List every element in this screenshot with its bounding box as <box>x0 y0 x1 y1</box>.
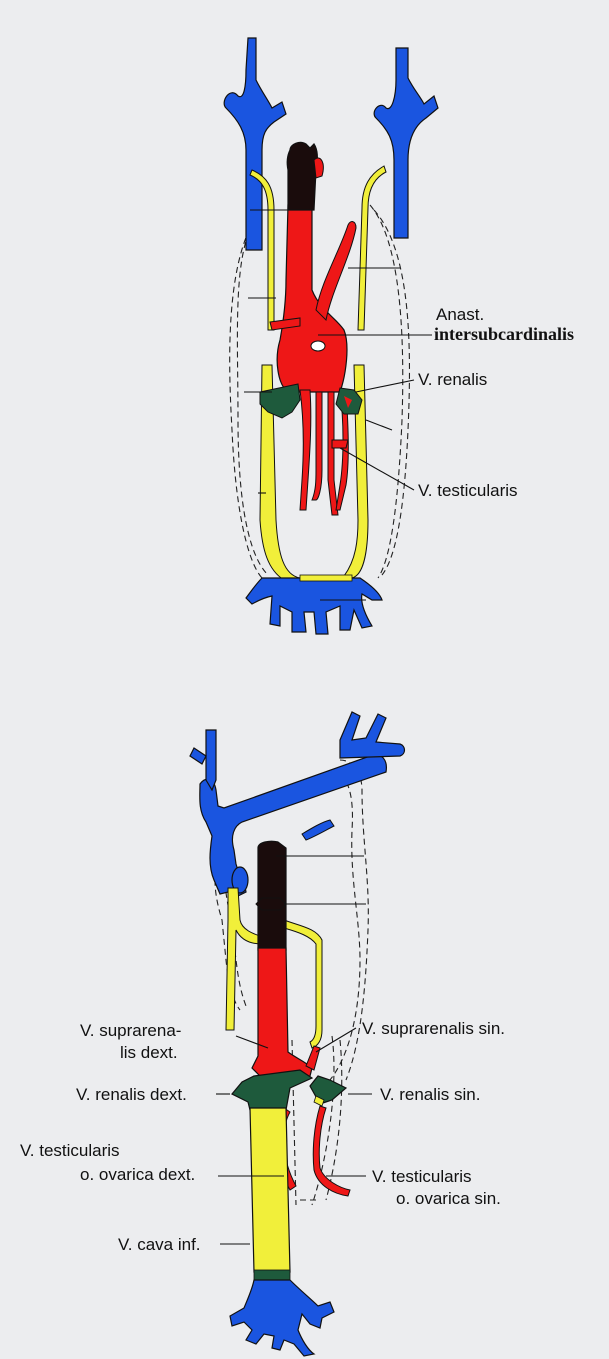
lower-diagram: V. suprarena- lis dext. V. renalis dext.… <box>20 712 505 1356</box>
label-v-renalis: V. renalis <box>418 370 487 389</box>
label-testicularis-sin-1: V. testicularis <box>372 1167 472 1186</box>
small-blue-vessel <box>302 820 334 840</box>
left-upper-twig <box>190 748 206 764</box>
upper-anterior-cardinal-veins <box>224 38 438 250</box>
red-testicular-vein-mid-left <box>312 392 322 500</box>
lower-red-segment <box>252 948 312 1078</box>
left-anterior-cardinal-vein <box>224 38 286 250</box>
label-testicularis-dext-2: o. ovarica dext. <box>80 1165 195 1184</box>
upper-posterior-cardinal-confluence <box>246 575 382 634</box>
lower-renal-segment <box>232 1070 346 1110</box>
right-subclavian-branch <box>340 712 405 758</box>
upper-black-cardinal-segment <box>287 142 317 210</box>
lower-ivc-yellow <box>250 1108 290 1272</box>
left-upper-branch <box>206 730 216 790</box>
upper-diagram: Anast. intersubcardinalis V. renalis V. … <box>224 38 574 634</box>
label-testicularis-dext-1: V. testicularis <box>20 1141 120 1160</box>
red-branch-right-upward <box>316 222 356 320</box>
label-suprarenalis-dext-1: V. suprarena- <box>80 1021 181 1040</box>
lower-iliac-plexus <box>230 1280 334 1356</box>
label-renalis-sin: V. renalis sin. <box>380 1085 480 1104</box>
lower-black-notch <box>256 898 286 910</box>
lower-left-yellow-vein <box>226 888 262 1030</box>
green-renal-dext <box>232 1070 312 1110</box>
label-suprarenalis-dext-2: lis dext. <box>120 1043 178 1062</box>
label-testicularis-sin-2: o. ovarica sin. <box>396 1189 501 1208</box>
red-side-vein-right <box>332 440 348 448</box>
upper-labels: Anast. intersubcardinalis V. renalis V. … <box>418 305 574 500</box>
red-subcardinal-trunk <box>277 205 347 392</box>
lower-black-segment <box>258 841 286 950</box>
right-anterior-cardinal-vein <box>374 48 438 238</box>
lower-ivc-green-band <box>254 1270 290 1280</box>
testicularis-sin-red <box>313 1106 350 1196</box>
label-suprarenalis-sin: V. suprarenalis sin. <box>362 1019 505 1038</box>
right-upper-yellow-vein <box>358 166 386 330</box>
intersubcardinal-foramen <box>311 341 325 351</box>
label-anast: Anast. <box>436 305 484 324</box>
lower-right-yellow-vein <box>284 920 322 1048</box>
upper-bottom-blue-plexus <box>246 578 382 634</box>
label-cava-inf: V. cava inf. <box>118 1235 201 1254</box>
lower-dashed-outlines <box>215 760 368 1205</box>
label-renalis-dext: V. renalis dext. <box>76 1085 187 1104</box>
left-brachiocephalic-vein <box>200 755 387 896</box>
upper-red-cap <box>314 158 323 178</box>
suprarenal-sin-red <box>306 1046 320 1070</box>
lower-brachiocephalic-veins <box>190 712 405 896</box>
red-testicular-vein-mid-right <box>328 392 338 515</box>
red-testicular-vein-left <box>300 390 311 510</box>
label-intersubcardinalis: intersubcardinalis <box>434 324 574 344</box>
upper-bottom-yellow-bar <box>300 575 352 581</box>
upper-subcardinal-system <box>270 205 356 515</box>
label-v-testicularis: V. testicularis <box>418 481 518 500</box>
